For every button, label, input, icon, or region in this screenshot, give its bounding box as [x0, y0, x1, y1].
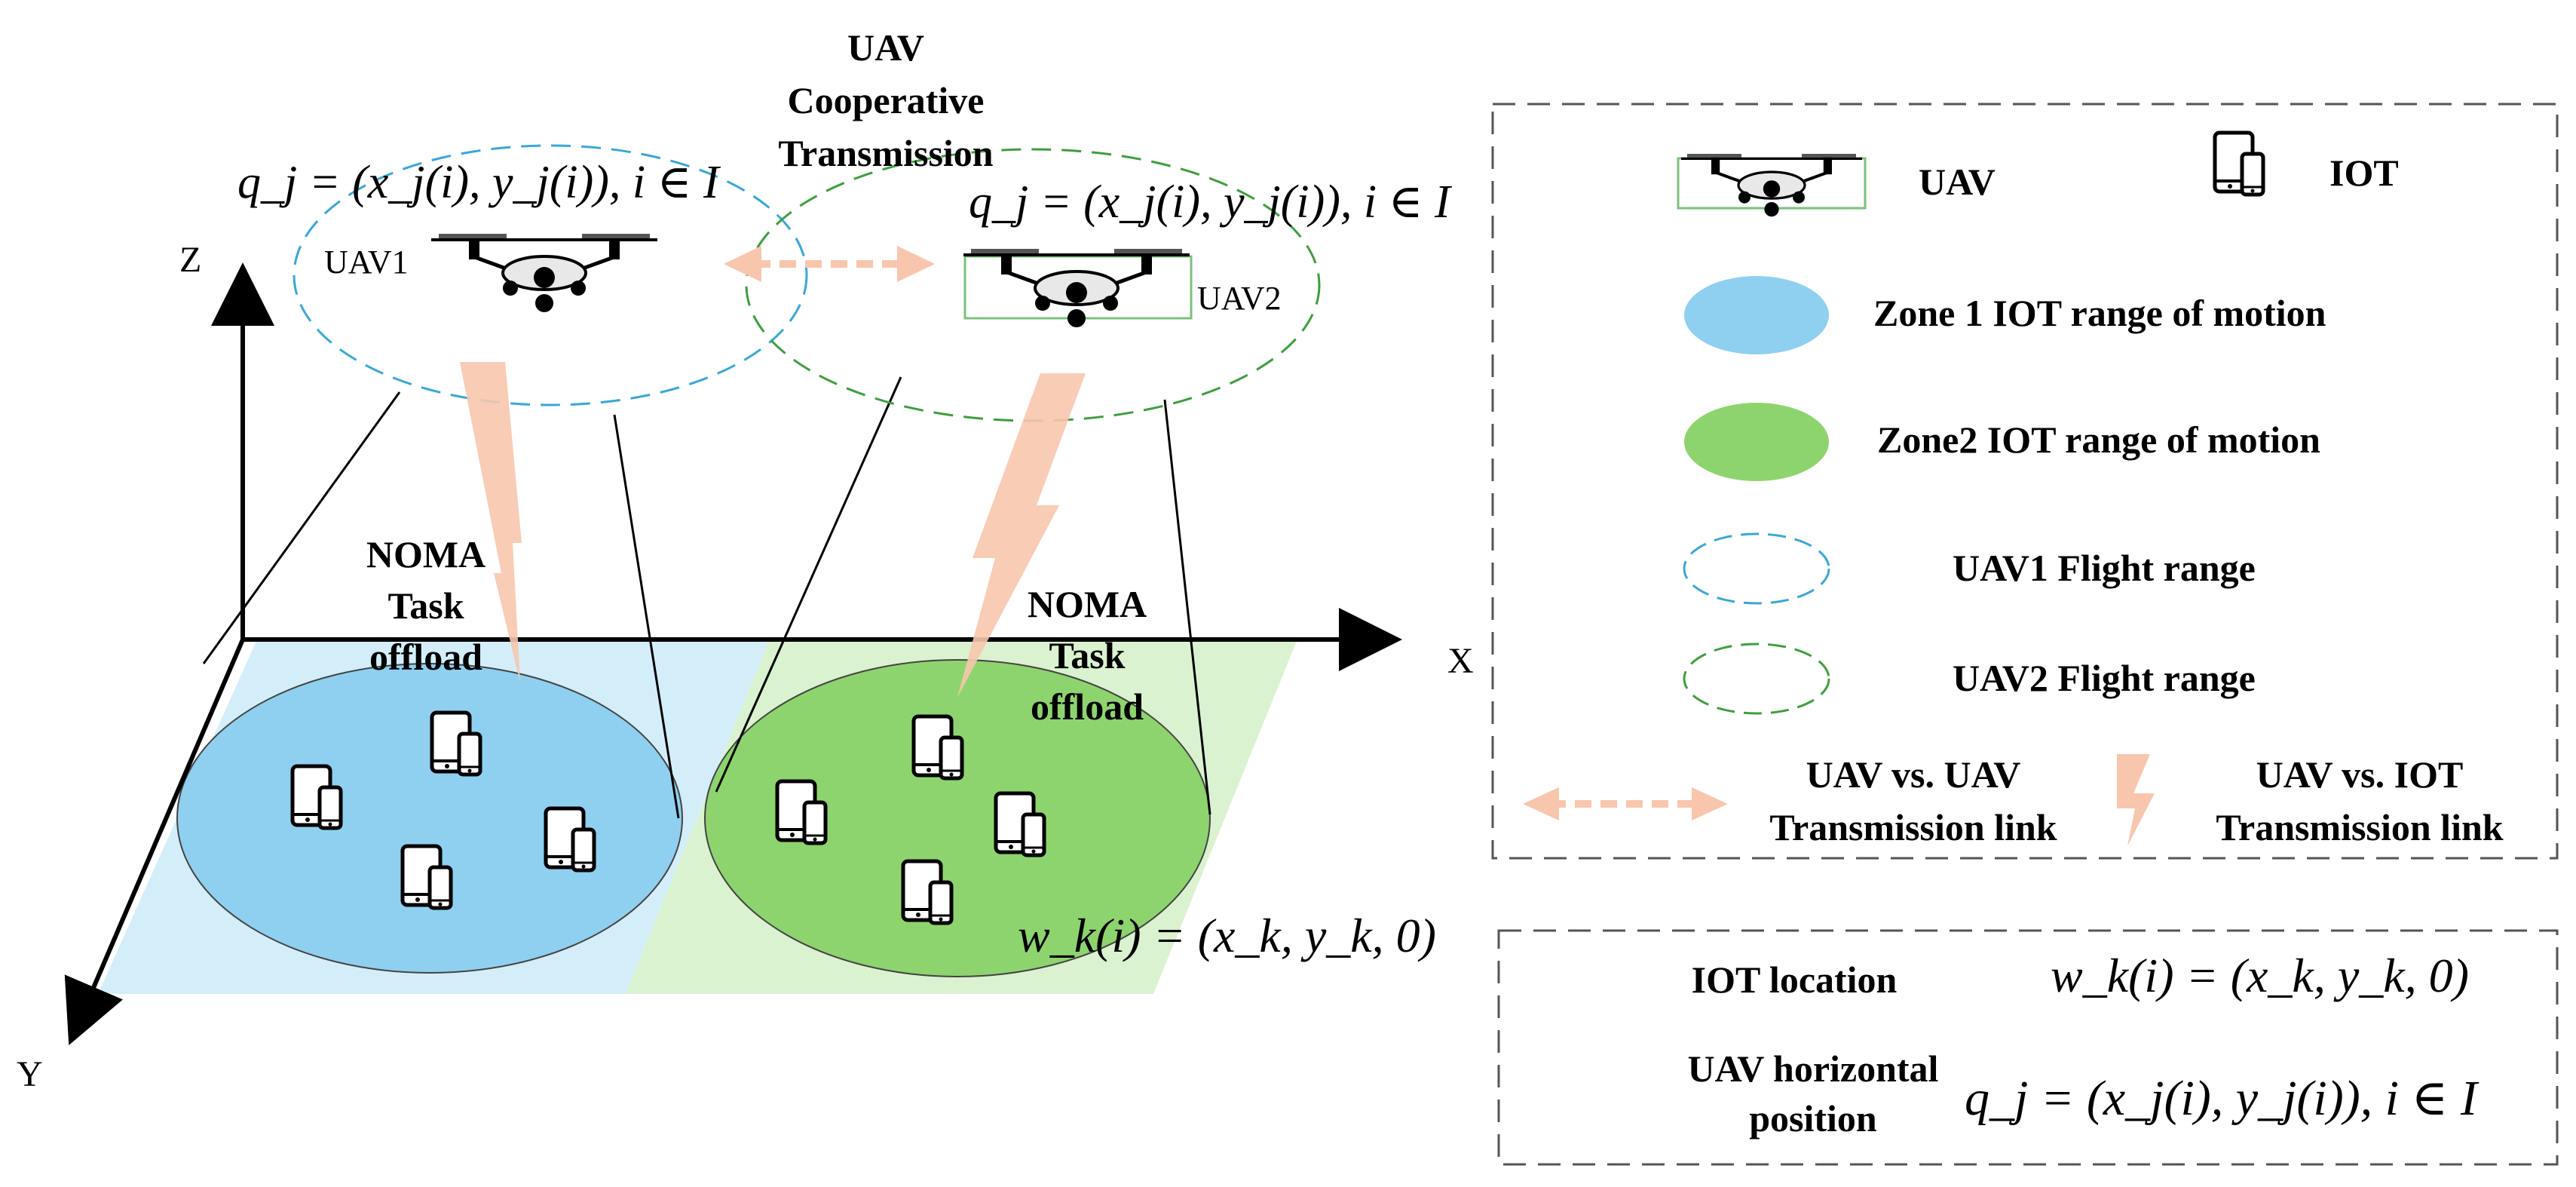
zone1-range-ellipse — [176, 663, 683, 974]
y-axis-label: Y — [17, 1054, 43, 1094]
uav1-flight-range — [293, 144, 808, 406]
legend-iot-icon — [2215, 133, 2263, 195]
noma2-label-line3: offload — [1031, 686, 1144, 728]
notation-iot-location-formula: w_k(i) = (x_k, y_k, 0) — [2051, 949, 2469, 1002]
notation-uav-horizontal-line2: position — [1749, 1097, 1877, 1139]
noma2-label-line2: Task — [1049, 634, 1125, 676]
projection-line — [1163, 399, 1211, 815]
uav-cooperative-link-arrow — [724, 246, 935, 282]
noma1-label-line1: NOMA — [366, 533, 485, 575]
legend-uav-uav-link-line1: UAV vs. UAV — [1806, 753, 2021, 796]
noma1-label-line3: offload — [369, 636, 482, 678]
noma1-label-line2: Task — [387, 584, 464, 627]
legend-uav1-range-swatch — [1683, 532, 1830, 605]
notation-iot-location-label: IOT location — [1692, 958, 1898, 1001]
notation-box — [1497, 929, 2559, 1166]
uav2-position-formula: q_j = (x_j(i), y_j(i)), i ∈ I — [969, 176, 1453, 228]
legend-iot-label: IOT — [2329, 152, 2399, 194]
noma2-label-line1: NOMA — [1028, 583, 1147, 625]
legend-uav-iot-link-line1: UAV vs. IOT — [2256, 753, 2464, 796]
projection-line — [613, 414, 680, 819]
uav2-drone-icon — [963, 249, 1190, 327]
legend-zone1-swatch — [1684, 276, 1829, 354]
notation-uav-horizontal-line1: UAV horizontal — [1688, 1047, 1939, 1090]
uav2-iot-transmission-bolt — [957, 373, 1086, 698]
legend-uav-iot-link-line2: Transmission link — [2216, 806, 2503, 848]
legend-zone2-swatch — [1684, 403, 1829, 481]
legend-uav2-range-label: UAV2 Flight range — [1953, 657, 2256, 699]
legend-box — [1491, 103, 2559, 860]
cooperative-label-line3: Transmission — [778, 132, 993, 174]
legend-zone1-label: Zone 1 IOT range of motion — [1873, 292, 2326, 334]
uav1-label: UAV1 — [324, 244, 409, 281]
uav1-iot-transmission-bolt — [460, 362, 522, 682]
y-axis — [64, 638, 245, 1046]
legend-uav-iot-link-icon — [2117, 754, 2155, 846]
notation-uav-position-formula: q_j = (x_j(i), y_j(i)), i ∈ I — [1965, 1071, 2480, 1126]
uav1-drone-icon — [431, 234, 657, 312]
z-axis-label: Z — [179, 240, 201, 280]
projection-line — [715, 376, 902, 793]
legend-uav1-range-label: UAV1 Flight range — [1953, 547, 2256, 589]
x-axis-label: X — [1447, 641, 1474, 681]
legend-uav-uav-link-icon — [1523, 787, 1728, 820]
cooperative-label-line2: Cooperative — [787, 79, 984, 121]
zone2-range-ellipse — [704, 659, 1211, 977]
uav1-position-formula: q_j = (x_j(i), y_j(i)), i ∈ I — [237, 157, 721, 208]
legend-uav2-range-swatch — [1683, 643, 1830, 715]
legend-zone2-label: Zone2 IOT range of motion — [1877, 419, 2320, 461]
legend-uav-uav-link-line2: Transmission link — [1769, 806, 2057, 848]
cooperative-label-line1: UAV — [847, 26, 924, 69]
legend-uav-label: UAV — [1919, 161, 1996, 203]
projection-line — [202, 391, 401, 664]
uav2-label: UAV2 — [1197, 280, 1282, 317]
iot-position-formula: w_k(i) = (x_k, y_k, 0) — [1018, 909, 1436, 962]
